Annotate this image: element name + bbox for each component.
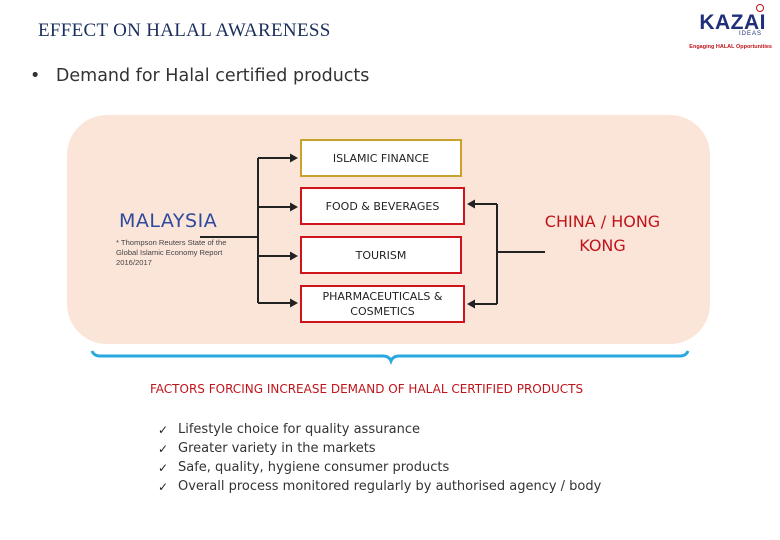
list-item-text: Lifestyle choice for quality assurance <box>178 422 421 437</box>
factors-list: ✓ Lifestyle choice for quality assurance… <box>158 420 601 496</box>
arrow-pharma-icon <box>290 298 298 308</box>
sector-label: PHARMACEUTICALS & COSMETICS <box>322 290 443 318</box>
sector-box-islamic-finance: ISLAMIC FINANCE <box>300 139 462 177</box>
arrow-finance-icon <box>290 153 298 163</box>
list-item-text: Safe, quality, hygiene consumer products <box>178 460 450 475</box>
bullet-icon: • <box>30 66 41 86</box>
arrow-food-icon <box>290 202 298 212</box>
logo-tagline: Engaging HALAL Opportunities <box>689 44 772 50</box>
checkmark-icon: ✓ <box>158 422 169 437</box>
arrow-pharma-right-icon <box>467 299 475 309</box>
arrow-food-right-icon <box>467 199 475 209</box>
logo-subtitle: IDEAS <box>738 31 762 37</box>
arrow-tourism-icon <box>290 251 298 261</box>
list-item: ✓ Lifestyle choice for quality assurance <box>158 420 601 439</box>
logo-wordmark: KAZAI <box>699 11 766 34</box>
brace-icon <box>90 350 690 366</box>
list-item: ✓ Overall process monitored regularly by… <box>158 477 601 496</box>
list-item: ✓ Safe, quality, hygiene consumer produc… <box>158 458 601 477</box>
checkmark-icon: ✓ <box>158 479 169 494</box>
checkmark-icon: ✓ <box>158 460 169 475</box>
checkmark-icon: ✓ <box>158 441 169 456</box>
sector-label: ISLAMIC FINANCE <box>332 151 430 165</box>
list-item-text: Greater variety in the markets <box>178 441 376 456</box>
list-item-text: Overall process monitored regularly by a… <box>178 479 602 494</box>
source-footnote: * Thompson Reuters State of the Global I… <box>116 238 227 267</box>
kazai-logo: KAZAI IDEAS Engaging HALAL Opportunities <box>670 4 774 54</box>
target-country: CHINA / HONG KONG <box>544 212 661 255</box>
sector-label: FOOD & BEVERAGES <box>325 199 440 213</box>
sector-label: TOURISM <box>355 248 407 262</box>
sector-box-food-beverages: FOOD & BEVERAGES <box>300 187 465 225</box>
source-country: MALAYSIA <box>119 210 218 232</box>
bullet-point: • Demand for Halal certified products <box>30 66 369 86</box>
logo-ring-icon <box>756 4 764 12</box>
sector-box-tourism: TOURISM <box>300 236 462 274</box>
sector-box-pharmaceuticals: PHARMACEUTICALS & COSMETICS <box>300 285 465 323</box>
factors-heading: FACTORS FORCING INCREASE DEMAND OF HALAL… <box>150 382 584 396</box>
list-item: ✓ Greater variety in the markets <box>158 439 601 458</box>
slide-title: EFFECT ON HALAL AWARENESS <box>38 20 331 41</box>
bullet-text: Demand for Halal certified products <box>55 66 370 86</box>
